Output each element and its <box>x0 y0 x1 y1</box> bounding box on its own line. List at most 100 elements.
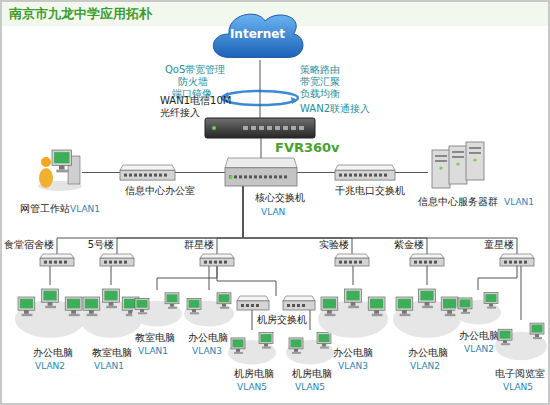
pc-group-part <box>327 310 332 314</box>
building-switch-icon <box>335 254 369 266</box>
network-link <box>217 266 276 296</box>
network-link <box>353 266 354 285</box>
building-switch-part <box>124 261 127 264</box>
device-label: 机房电脑 <box>234 368 274 380</box>
pc-group-part <box>45 306 56 308</box>
pc-group-part <box>320 347 329 349</box>
workstation: 网管工作站VLAN1 <box>38 148 82 190</box>
core-switch-part <box>279 175 282 178</box>
vlan-label: VLAN1 <box>94 360 124 372</box>
pc-group-part <box>321 297 338 310</box>
pc-group: 机房电脑VLAN5 <box>286 330 334 366</box>
building-switch-part <box>200 254 234 258</box>
pc-group-part <box>140 309 144 312</box>
pc-group-part <box>219 294 230 302</box>
switch-device-part <box>159 174 162 177</box>
pc-group-icon <box>132 290 182 328</box>
pc-group-part <box>425 302 430 306</box>
switch-device-part <box>149 174 152 177</box>
pc-group-icon <box>15 285 85 340</box>
pc-group-part <box>231 338 245 349</box>
network-link <box>478 266 517 290</box>
pc-group-part <box>463 309 467 312</box>
router-device-part <box>259 126 264 130</box>
core-switch-part <box>229 175 232 178</box>
pc-group-part <box>458 298 472 309</box>
server-group-part <box>473 158 476 161</box>
vlan-label: VLAN1 <box>504 196 534 208</box>
router-device-part <box>291 126 296 130</box>
vlan-label: VLAN5 <box>237 381 267 393</box>
pc-group: 电子阅览室VLAN5 <box>495 320 547 362</box>
pc-group-part <box>85 299 98 309</box>
building-switch-part <box>519 261 522 264</box>
building-switch: 群星楼 <box>200 254 234 266</box>
building-label: 紫金楼 <box>394 239 424 251</box>
building-label: 5号楼 <box>88 239 114 251</box>
core-switch-part <box>239 175 242 178</box>
vlan-label: VLAN5 <box>295 381 325 393</box>
network-link <box>243 186 427 254</box>
building-switch: 食堂宿舍楼 <box>40 254 74 266</box>
pc-group: 教室电脑VLAN1 <box>132 290 182 328</box>
workstation-part <box>56 170 69 173</box>
pc-group-part <box>104 291 117 301</box>
network-link <box>427 266 428 285</box>
pc-group-part <box>71 310 76 314</box>
switch-device-part <box>144 174 147 177</box>
annotation-label: 防火墙 <box>178 76 208 88</box>
pc-group-part <box>500 331 511 339</box>
pc-group-part <box>217 293 231 304</box>
building-switch-part <box>514 261 517 264</box>
device-label: 机房交换机 <box>257 314 307 326</box>
network-link <box>297 172 335 173</box>
pc-group-part <box>103 289 120 302</box>
network-link <box>57 186 243 254</box>
switch-device-part <box>344 174 347 177</box>
switch-device-part <box>124 174 127 177</box>
pc-group-part <box>445 314 456 316</box>
pc-group-part <box>370 299 383 309</box>
pc-group-part <box>264 344 268 347</box>
pc-group-part <box>190 312 199 314</box>
pc-group: 办公电脑VLAN3 <box>318 285 388 340</box>
pc-group-icon <box>228 330 276 366</box>
workstation-part <box>52 150 72 165</box>
pc-group-part <box>222 304 226 307</box>
network-link <box>252 310 253 330</box>
pc-group-part <box>503 340 507 343</box>
pc-group-part <box>292 352 301 354</box>
network-link <box>243 186 517 254</box>
building-switch-part <box>224 261 227 264</box>
switch-device: 信息中心办公室 <box>120 165 175 180</box>
lab-switch-part <box>297 304 300 307</box>
building-switch-part <box>524 261 527 264</box>
pc-group-icon <box>455 290 501 326</box>
building-switch-icon <box>100 254 134 266</box>
pc-group-part <box>396 297 413 310</box>
building-switch-part <box>504 261 507 264</box>
router-device-part <box>251 126 256 130</box>
pc-group: 办公电脑VLAN3 <box>184 290 234 328</box>
switch-device-part <box>134 174 137 177</box>
lab-switch-part <box>237 296 269 301</box>
pc-group-part <box>420 291 433 301</box>
switch-device-part <box>154 174 157 177</box>
building-switch-part <box>335 254 369 258</box>
pc-group-part <box>22 314 33 316</box>
building-switch-part <box>219 261 222 264</box>
pc-group-part <box>489 304 493 307</box>
network-link <box>310 310 311 330</box>
building-label: 食堂宿舍楼 <box>4 239 54 251</box>
building-switch-part <box>339 261 342 264</box>
pc-group-part <box>170 304 174 307</box>
pc-group-part <box>487 307 496 309</box>
pc-group-part <box>461 312 470 314</box>
network-link <box>243 186 352 254</box>
switch-device-part <box>120 165 175 170</box>
vlan-label: VLAN3 <box>192 345 222 357</box>
device-label: 办公电脑 <box>188 332 228 344</box>
pc-group-part <box>484 293 498 304</box>
core-switch-part <box>259 175 262 178</box>
